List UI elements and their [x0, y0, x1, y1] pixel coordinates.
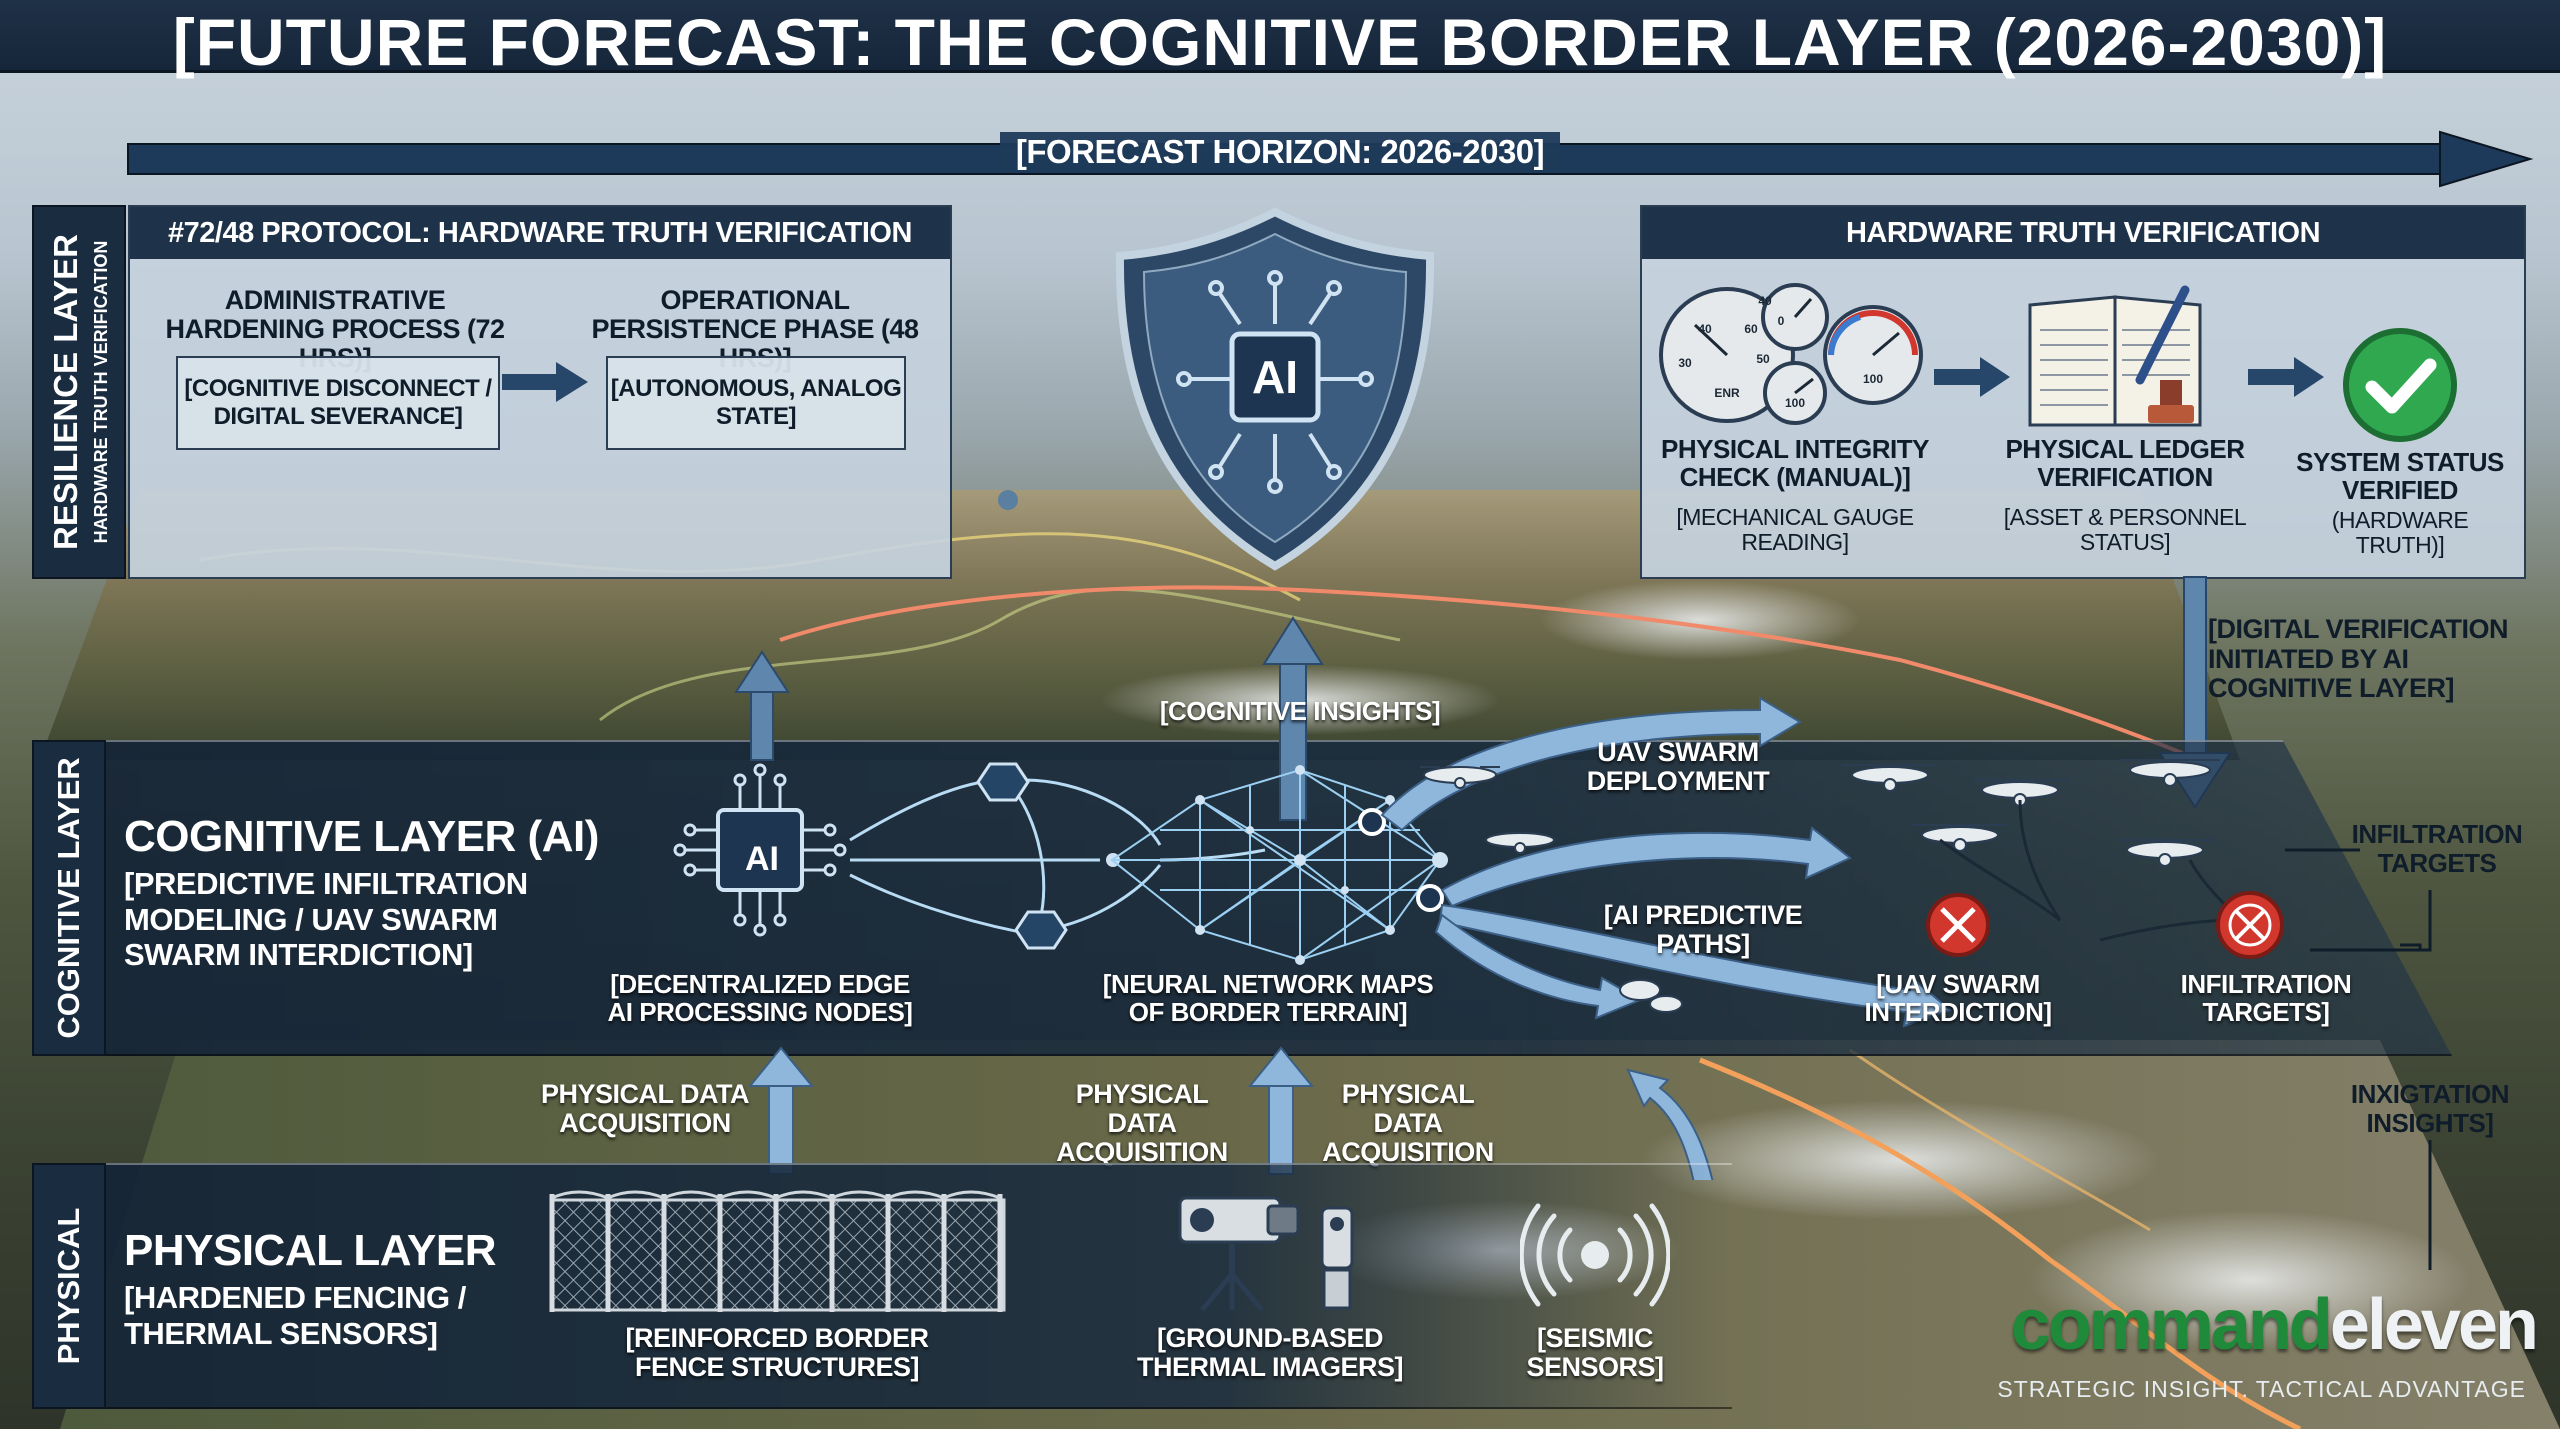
gauge-mark-6: 100: [1785, 396, 1805, 410]
edge-nodes-label: [DECENTRALIZED EDGE AI PROCESSING NODES]: [607, 969, 913, 1028]
resilience-side-subtitle: HARDWARE TRUTH VERIFICATION: [91, 240, 111, 544]
uav-deployment-label: UAV SWARM DEPLOYMENT: [1586, 737, 1770, 797]
acquisition-left-label: PHYSICAL DATA ACQUISITION: [540, 1079, 750, 1139]
ai-shield-icon: [1115, 207, 1435, 571]
forecast-horizon-label: [FORECAST HORIZON: 2026-2030]: [1000, 132, 1560, 172]
phase-arrow: [502, 362, 588, 402]
status-label: SYSTEM STATUS VERIFIED: [2296, 447, 2504, 506]
edge-ai-chip-icon: [673, 763, 847, 937]
infiltration-callout-leader: [2310, 890, 2432, 952]
infiltration-targets-callout: INFILTRATION TARGETS: [2351, 819, 2523, 878]
physical-title: PHYSICAL LAYER: [124, 1226, 496, 1275]
phase1-box: [COGNITIVE DISCONNECT / DIGITAL SEVERANC…: [176, 356, 500, 450]
physical-subtitle: [HARDENED FENCING / THERMAL SENSORS]: [124, 1280, 466, 1351]
resilience-side-tab: RESILIENCE LAYER HARDWARE TRUTH VERIFICA…: [32, 205, 126, 579]
shield-ai-label: AI: [1252, 351, 1298, 403]
ledger-label: PHYSICAL LEDGER VERIFICATION: [2005, 434, 2245, 493]
gauge-mark-5: 0: [1778, 314, 1785, 328]
hardware-title: HARDWARE TRUTH VERIFICATION: [1642, 207, 2524, 259]
acquisition-arrows: [747, 1046, 1714, 1180]
gauge-mark-4: ENR: [1714, 386, 1740, 400]
fence-label: [REINFORCED BORDER FENCE STRUCTURES]: [625, 1323, 929, 1383]
ledger-book-icon: [2028, 285, 2202, 427]
gauge-cluster-icon: 40 30 50 60 ENR 0 100 100 40: [1659, 283, 1923, 425]
uav-interdiction-label: [UAV SWARM INTERDICTION]: [1864, 969, 2052, 1028]
acquisition-center-label: PHYSICAL DATA ACQUISITION: [1056, 1079, 1228, 1168]
edge-chip-ai-label: AI: [745, 840, 779, 878]
acquisition-right-label: PHYSICAL DATA ACQUISITION: [1322, 1079, 1494, 1168]
cognitive-side-title: COGNITIVE LAYER: [51, 757, 86, 1039]
up-arrows-to-resilience: [734, 616, 1324, 821]
hw-arrow-2: [2248, 357, 2324, 397]
thermal-imager-icon: [1178, 1196, 1354, 1312]
protocol-title: #72/48 PROTOCOL: HARDWARE TRUTH VERIFICA…: [130, 207, 950, 259]
thermal-label: [GROUND-BASED THERMAL IMAGERS]: [1137, 1323, 1404, 1383]
cognitive-subtitle: [PREDICTIVE INFILTRATION MODELING / UAV …: [124, 866, 528, 973]
inxigtation-insights-label: INXIGTATION INSIGHTS]: [2350, 1079, 2510, 1138]
ledger-sublabel: [ASSET & PERSONNEL STATUS]: [2003, 504, 2247, 555]
gauge-mark-0: 40: [1698, 322, 1712, 336]
physical-side-title: PHYSICAL: [51, 1207, 86, 1365]
gauge-mark-3: 60: [1744, 322, 1758, 336]
uav-swarm-icons: [1420, 759, 2422, 1013]
gauge-sublabel: [MECHANICAL GAUGE READING]: [1676, 504, 1914, 555]
neural-maps-label: [NEURAL NETWORK MAPS OF BORDER TERRAIN]: [1102, 969, 1434, 1028]
seismic-sensor-icon: [1520, 1203, 1670, 1307]
brand-logo: commandeleven: [1996, 1289, 2539, 1361]
digital-verification-label: [DIGITAL VERIFICATION INITIATED BY AI CO…: [2208, 614, 2509, 704]
inxigtation-leader: [2428, 1140, 2432, 1270]
status-sublabel: (HARDWARE TRUTH)]: [2331, 507, 2469, 558]
title-bar: [0, 0, 2560, 73]
physical-side-tab: PHYSICAL: [32, 1163, 106, 1409]
cognitive-title: COGNITIVE LAYER (AI): [124, 812, 599, 861]
page-title: [FUTURE FORECAST: THE COGNITIVE BORDER L…: [172, 5, 2388, 79]
fence-icon: [549, 1190, 1006, 1312]
phase2-title: OPERATIONAL PERSISTENCE PHASE (48 HRS)]: [591, 285, 919, 373]
brand-tagline: STRATEGIC INSIGHT. TACTICAL ADVANTAGE: [1997, 1376, 2526, 1402]
gauge-mark-1: 30: [1678, 356, 1692, 370]
brand-word-eleven: eleven: [2329, 1285, 2539, 1365]
gauge-mark-8: 40: [1758, 294, 1772, 308]
target-icons: [1926, 891, 2284, 959]
verified-check-icon: [2343, 328, 2457, 442]
infiltration-targets-label: INFILTRATION TARGETS]: [2180, 969, 2352, 1028]
gauge-mark-7: 100: [1863, 372, 1883, 386]
cognitive-insights-label: [COGNITIVE INSIGHTS]: [1159, 696, 1441, 726]
gauge-mark-2: 50: [1756, 352, 1770, 366]
gauge-label: PHYSICAL INTEGRITY CHECK (MANUAL)]: [1661, 434, 1929, 493]
hw-arrow-1: [1934, 357, 2010, 397]
cognitive-side-tab: COGNITIVE LAYER: [32, 740, 106, 1056]
ai-predictive-paths-label: [AI PREDICTIVE PATHS]: [1603, 900, 1803, 960]
border-line: [779, 585, 2201, 762]
seismic-label: [SEISMIC SENSORS]: [1526, 1323, 1664, 1383]
resilience-side-title: RESILIENCE LAYER: [47, 233, 84, 551]
brand-word-command: command: [2010, 1285, 2333, 1365]
cognitive-network-diagram: [673, 616, 1952, 1028]
phase2-box: [AUTONOMOUS, ANALOG STATE]: [606, 356, 906, 450]
